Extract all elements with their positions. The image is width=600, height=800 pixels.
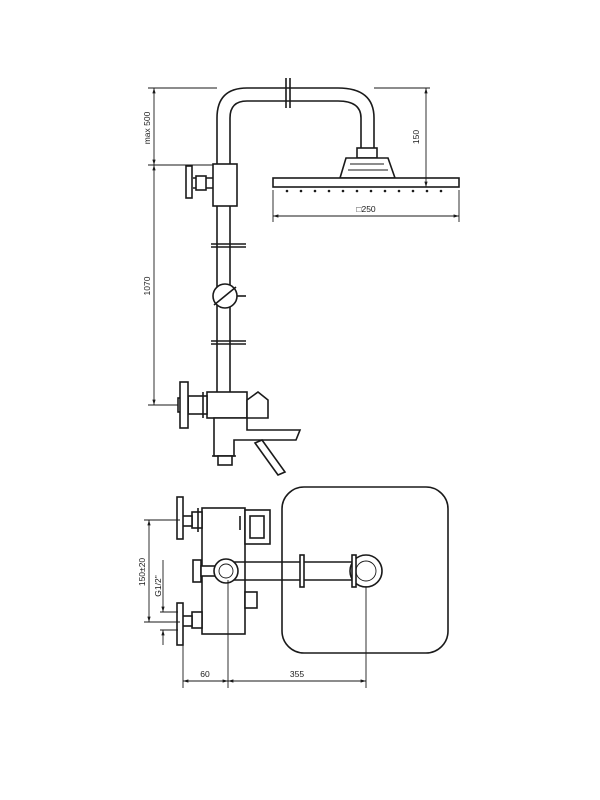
bath-spout	[213, 417, 302, 457]
label-thread: G1/2"	[153, 575, 163, 596]
riser-pipe	[216, 87, 375, 165]
shower-arm-plan	[224, 561, 364, 581]
head-connector	[338, 157, 397, 179]
dim-thread: G1/2"	[153, 560, 178, 645]
mixer-body	[206, 391, 248, 419]
front-view: max 500 150 □250 1070	[142, 78, 460, 476]
shower-head	[272, 177, 460, 188]
head-plan-outline	[281, 486, 449, 654]
dim-max-500: max 500	[142, 87, 217, 166]
dim-1070: 1070	[142, 165, 178, 406]
label-60: 60	[200, 669, 210, 679]
dim-60-355: 60 355	[182, 580, 367, 688]
label-150-top: 150	[411, 130, 421, 144]
top-view: 150±20 G1/2" 60 355	[137, 486, 449, 688]
label-355: 355	[290, 669, 304, 679]
label-1070: 1070	[142, 276, 152, 295]
upper-bracket	[212, 163, 238, 207]
mixer-lever	[246, 390, 269, 419]
label-max-500: max 500	[142, 111, 152, 144]
nozzles	[285, 189, 443, 193]
label-150-inlets: 150±20	[137, 558, 147, 587]
label-250: □250	[356, 204, 376, 214]
dim-150-inlets: 150±20	[137, 519, 180, 623]
dim-150-top: 150	[374, 87, 459, 188]
dim-250: □250	[272, 190, 460, 222]
